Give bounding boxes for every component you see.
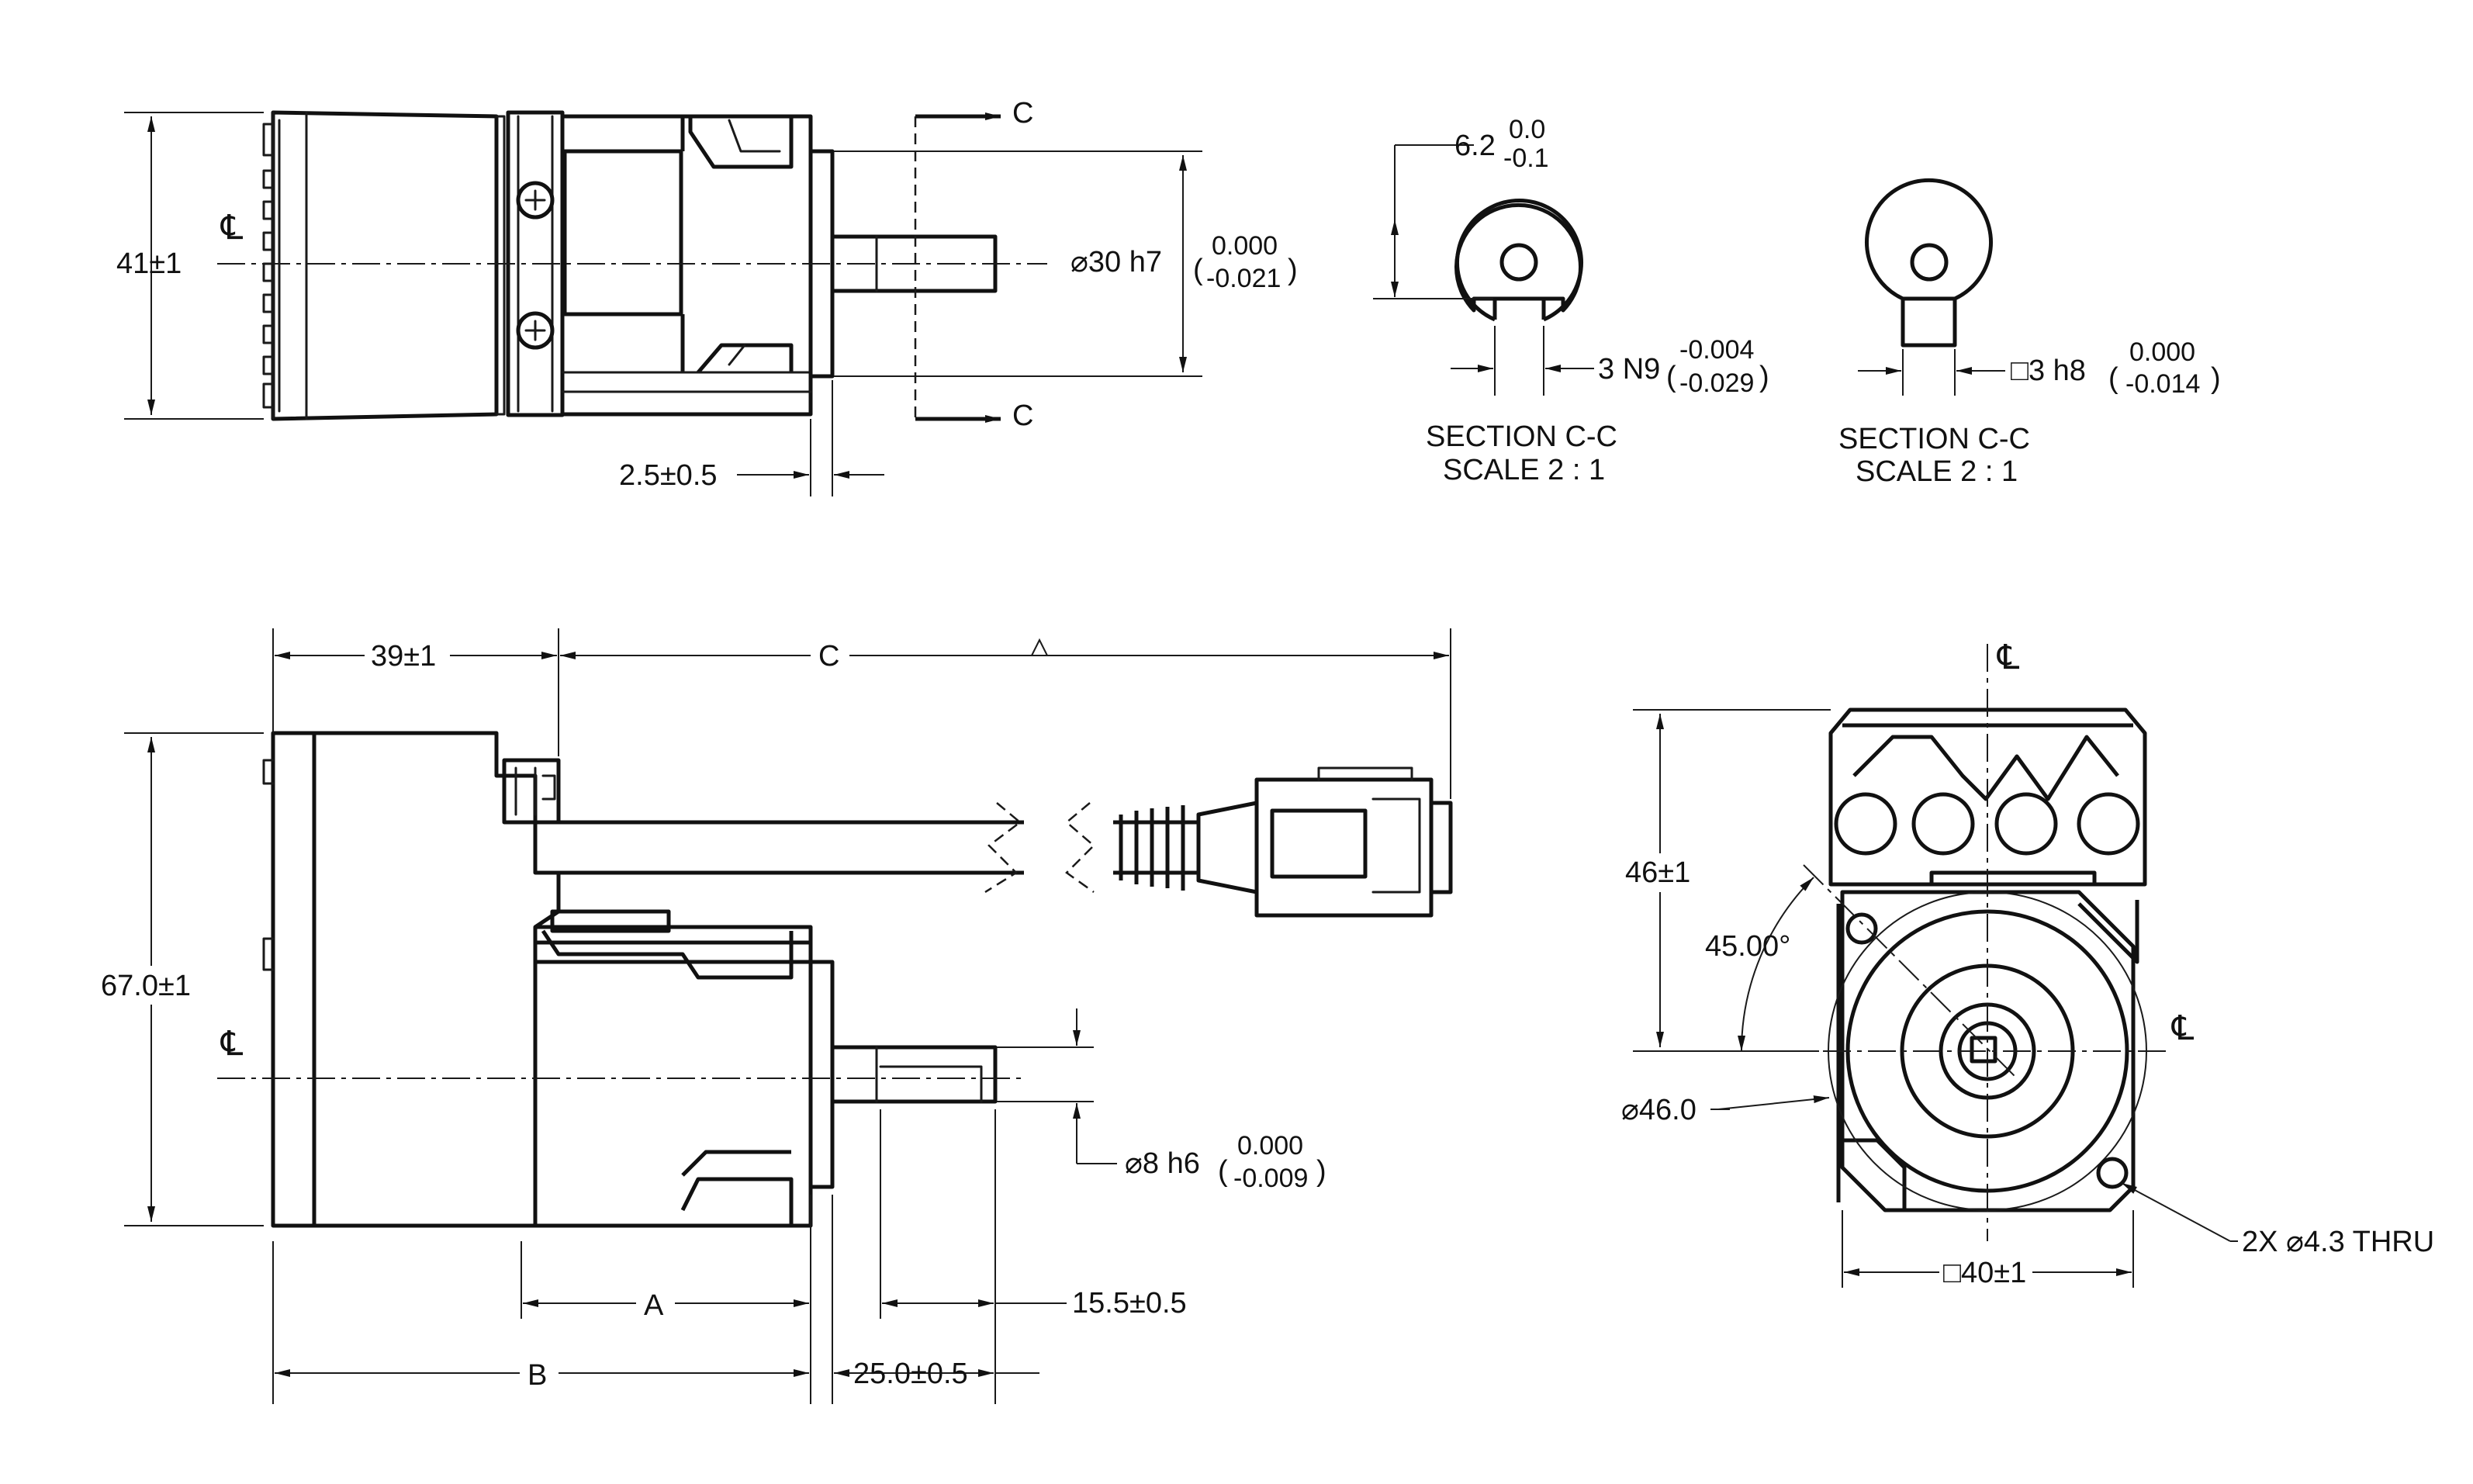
dim-height-67: 67.0±1: [101, 970, 191, 1002]
dim-cable-length: C: [818, 640, 839, 673]
svg-text:-0.021: -0.021: [1206, 264, 1281, 293]
mount-hole-1: [1845, 912, 1878, 945]
svg-text:(: (: [1666, 361, 1676, 393]
dim-bolt-circle: ⌀46.0: [1621, 1094, 1697, 1126]
port-2: [1911, 792, 1975, 856]
svg-text:(: (: [1193, 254, 1203, 286]
center-hole-1: [1499, 243, 1538, 282]
svg-text:0.000: 0.000: [1237, 1131, 1303, 1161]
dim-shaft-dia-30: ⌀30 h7: [1070, 246, 1162, 278]
dim-key-width: 3 N9: [1598, 353, 1660, 386]
front-view: ℄ ℄ 46±1 45.00° ⌀46.0 □40±1 2X ⌀4.3 THRU: [1621, 638, 2434, 1292]
section-title-2: SECTION C-C: [1838, 423, 2030, 455]
knurl-edge: [262, 123, 275, 409]
connector-window: [562, 149, 683, 317]
port-3: [1994, 792, 2058, 856]
encoder-end-block: [1828, 707, 2147, 887]
dim-square-40: □40±1: [1943, 1257, 2026, 1289]
svg-text:0.0: 0.0: [1509, 115, 1545, 144]
section-marker-top: C: [1012, 97, 1033, 130]
svg-text:-0.1: -0.1: [1503, 144, 1549, 173]
cable-connector: [502, 758, 561, 825]
dim-shaft-length: 25.0±0.5: [853, 1358, 968, 1390]
port-1: [1834, 792, 1897, 856]
dim-shaft-dia-8: ⌀8 h6: [1125, 1147, 1200, 1180]
port-4: [2077, 792, 2140, 856]
section-scale-2: SCALE 2 : 1: [1856, 455, 2018, 488]
svg-text:): ): [2211, 362, 2221, 395]
svg-text:-0.029: -0.029: [1679, 368, 1754, 398]
svg-text:): ): [1316, 1155, 1326, 1188]
clamp-screw-top: [516, 181, 555, 220]
center-hole-2: [1910, 243, 1949, 282]
svg-text:0.000: 0.000: [2129, 337, 2195, 367]
section-view-2: □3 h8 ( 0.000 -0.014 ) SECTION C-C SCALE…: [1838, 178, 2221, 488]
section-title-1: SECTION C-C: [1426, 420, 1617, 453]
section-marker-bottom: C: [1012, 400, 1033, 432]
output-shaft-side: [830, 1045, 998, 1104]
strain-relief: [1113, 820, 1201, 875]
dim-encoder-length: 39±1: [371, 640, 436, 673]
svg-text:-0.014: -0.014: [2125, 369, 2200, 399]
svg-text:(: (: [1218, 1155, 1228, 1188]
dim-a: A: [644, 1289, 664, 1322]
svg-text:0.000: 0.000: [1212, 231, 1278, 261]
dim-height-41: 41±1: [116, 247, 182, 280]
svg-text:): ): [1288, 254, 1298, 286]
side-view: ℄ 39±1 C 67.0±1 ⌀8 h6 ( 0.000 -0.009 ): [93, 628, 1453, 1404]
centerline-symbol-right: ℄: [2171, 1009, 2195, 1047]
mount-hole-2: [2096, 1157, 2129, 1189]
section-view-1: 6.2 0.0 -0.1 3 N9 ( -0.004 -0.029 ) SECT…: [1373, 115, 1769, 486]
flange-side: [808, 960, 835, 1189]
top-view: ℄ 41±1 ⌀30 h7 ( 0.000 -0.021 ) C C 2.5±0…: [116, 97, 1298, 496]
dim-offset-2-5: 2.5±0.5: [619, 459, 718, 492]
shaft-key: [1970, 1036, 1997, 1064]
section-scale-1: SCALE 2 : 1: [1443, 454, 1605, 486]
dim-key-size: □3 h8: [2011, 355, 2086, 387]
centerline-symbol: ℄: [220, 209, 244, 247]
svg-text:-0.004: -0.004: [1679, 335, 1754, 365]
clamp-screw-bottom: [516, 311, 555, 350]
motor-body: [562, 114, 813, 417]
dim-b: B: [527, 1359, 547, 1392]
square-key: [1901, 296, 1957, 348]
svg-text:): ): [1759, 361, 1769, 393]
svg-text:-0.009: -0.009: [1233, 1164, 1308, 1193]
dim-key-depth: 6.2: [1454, 130, 1496, 162]
svg-text:(: (: [2108, 362, 2118, 395]
shaft-section-1: [1455, 199, 1583, 322]
dim-angle-45: 45.00°: [1705, 930, 1790, 963]
shaft-section-2: [1865, 178, 1993, 301]
dim-flat-length: 15.5±0.5: [1072, 1287, 1187, 1320]
dim-height-46: 46±1: [1625, 856, 1690, 889]
centerline-45: [1803, 864, 2018, 1079]
centerline-symbol-side: ℄: [220, 1025, 244, 1063]
centerline-symbol-top: ℄: [1997, 638, 2020, 676]
square-flange: [1840, 890, 2136, 1212]
dim-holes: 2X ⌀4.3 THRU: [2242, 1226, 2434, 1258]
